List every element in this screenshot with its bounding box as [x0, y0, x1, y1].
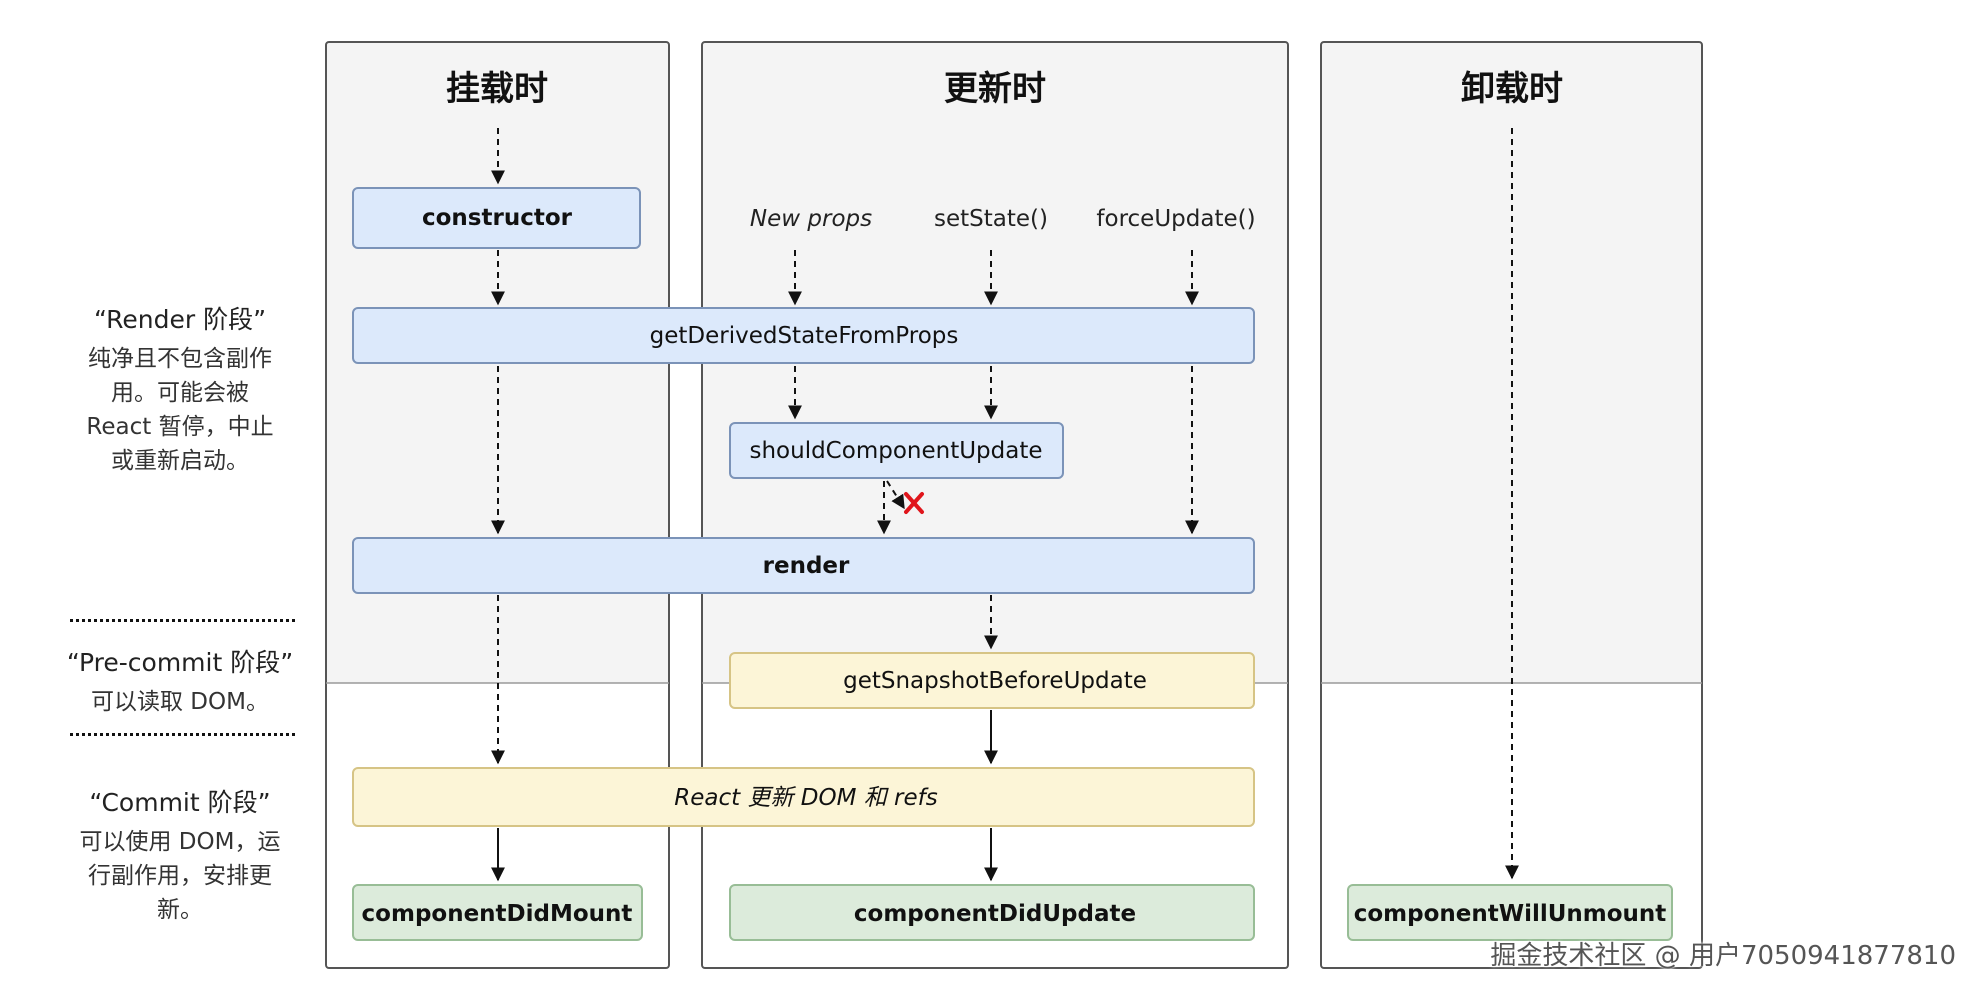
trigger-force-update: forceUpdate()	[1096, 206, 1255, 232]
mount-column-title: 挂载时	[446, 69, 548, 109]
trigger-new-props: New props	[750, 206, 872, 232]
precommit-phase-title: “Pre-commit 阶段”	[66, 648, 294, 677]
dashed-arrows	[491, 128, 1519, 880]
phase-divider-1	[70, 619, 295, 622]
constructor-label: constructor	[422, 205, 573, 231]
watermark: 掘金技术社区 @ 用户7050941877810	[1490, 941, 1956, 971]
precommit-phase-desc-1: 可以读取 DOM。	[91, 689, 269, 715]
render-box: render	[352, 537, 1255, 594]
update-column-title: 更新时	[944, 69, 1046, 109]
trigger-set-state: setState()	[934, 206, 1048, 232]
render-phase-desc-4: 或重新启动。	[111, 448, 249, 474]
commit-phase-label: “Commit 阶段” 可以使用 DOM，运 行副作用，安排更 新。	[60, 783, 300, 927]
react-updates-dom-label: React 更新 DOM 和 refs	[674, 785, 937, 811]
phase-divider-2	[70, 733, 295, 736]
commit-phase-desc-1: 可以使用 DOM，运	[79, 829, 281, 855]
render-phase-desc-2: 用。可能会被	[111, 380, 249, 406]
did-update-label: componentDidUpdate	[854, 901, 1136, 927]
cross-icon	[904, 492, 924, 514]
constructor-box: constructor	[352, 187, 641, 249]
will-unmount-box: componentWillUnmount	[1347, 884, 1673, 941]
did-mount-label: componentDidMount	[362, 901, 633, 927]
should-update-box: shouldComponentUpdate	[729, 422, 1064, 479]
commit-phase-desc-2: 行副作用，安排更	[88, 863, 272, 889]
should-update-label: shouldComponentUpdate	[749, 438, 1042, 464]
get-derived-state-label: getDerivedStateFromProps	[650, 323, 959, 349]
commit-phase-title: “Commit 阶段”	[89, 788, 271, 817]
render-label: render	[763, 553, 850, 579]
did-mount-box: componentDidMount	[352, 884, 643, 941]
did-update-box: componentDidUpdate	[729, 884, 1255, 941]
solid-arrows	[491, 710, 998, 882]
commit-phase-desc-3: 新。	[157, 897, 203, 923]
precommit-phase-label: “Pre-commit 阶段” 可以读取 DOM。	[55, 643, 305, 719]
react-updates-dom-box: React 更新 DOM 和 refs	[352, 767, 1255, 827]
will-unmount-label: componentWillUnmount	[1354, 901, 1667, 927]
get-derived-state-box: getDerivedStateFromProps	[352, 307, 1255, 364]
update-panel	[701, 41, 1289, 969]
render-phase-title: “Render 阶段”	[93, 305, 267, 334]
render-phase-label: “Render 阶段” 纯净且不包含副作 用。可能会被 React 暂停，中止 …	[60, 300, 300, 478]
render-phase-desc-1: 纯净且不包含副作	[88, 346, 272, 372]
unmount-column-title: 卸载时	[1461, 69, 1563, 109]
snapshot-label: getSnapshotBeforeUpdate	[843, 668, 1147, 694]
render-phase-desc-3: React 暂停，中止	[86, 414, 274, 440]
snapshot-box: getSnapshotBeforeUpdate	[729, 652, 1255, 709]
